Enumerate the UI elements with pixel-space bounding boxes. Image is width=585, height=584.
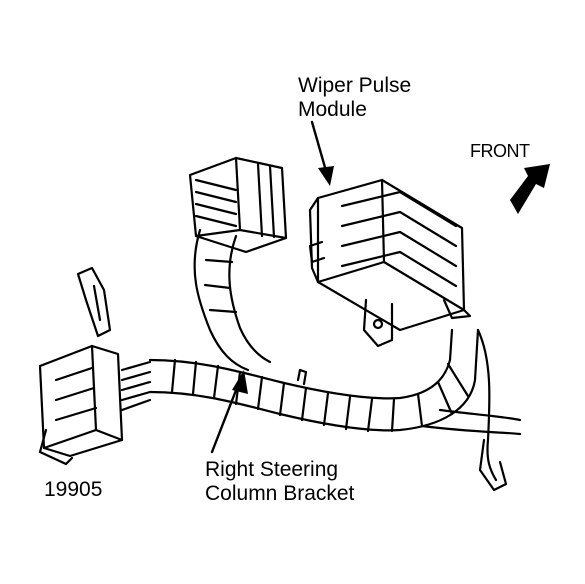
front-label: FRONT (470, 141, 530, 161)
wiper-pulse-module (308, 178, 472, 348)
figure-number: 19905 (44, 478, 103, 501)
module-arrowhead (318, 166, 334, 186)
left-bracket-tab (76, 266, 112, 338)
upper-connector (188, 156, 288, 254)
steering-bracket-label: Right Steering (205, 458, 339, 481)
wiper-pulse-module-label-line2: Module (298, 98, 367, 121)
bracket-leader-line (210, 378, 242, 454)
steering-bracket-label-line2: Column Bracket (205, 482, 355, 505)
bracket-arrowhead (232, 370, 248, 394)
left-connector (38, 344, 152, 466)
main-wiring-harness (148, 328, 480, 433)
front-direction-arrow (510, 164, 550, 214)
right-harness-loop (420, 328, 522, 492)
upper-harness-branch (193, 228, 272, 372)
wiper-pulse-module-label: Wiper Pulse (298, 74, 412, 97)
